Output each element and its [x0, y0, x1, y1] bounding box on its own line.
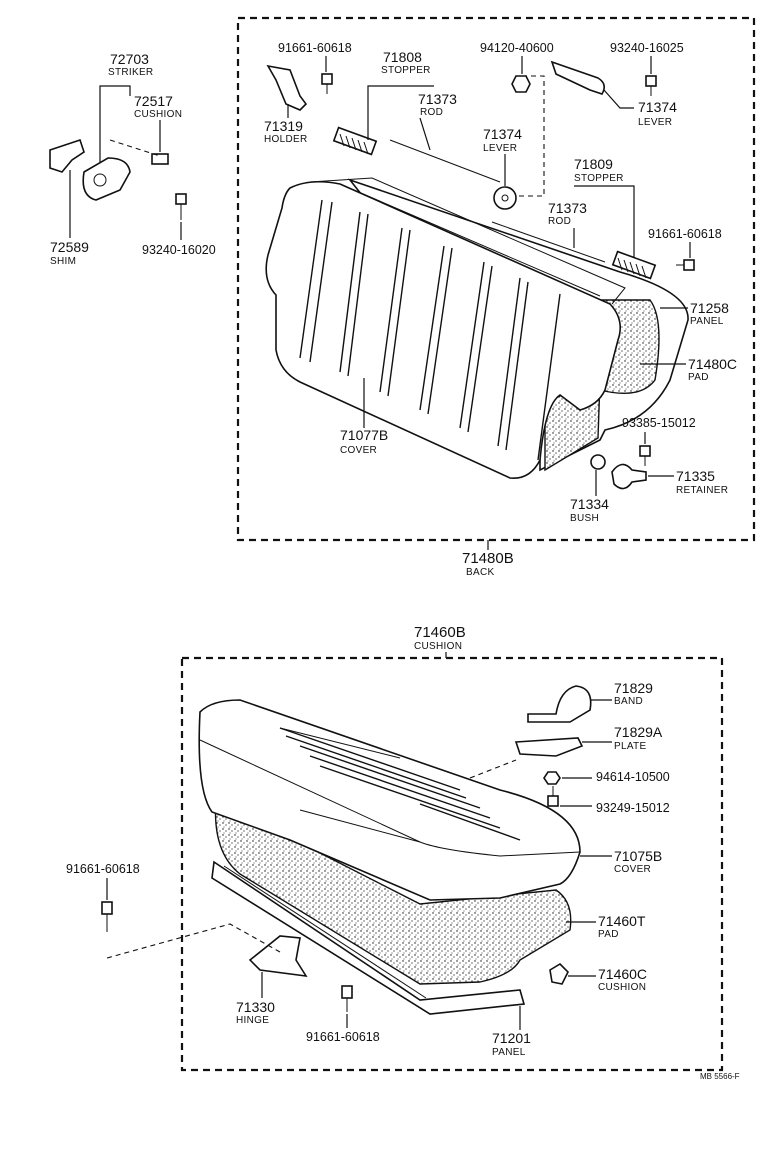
seat-cushion-illustration	[101, 685, 592, 1015]
name-71319: HOLDER	[264, 134, 307, 145]
striker-group: 72703 STRIKER 72517 CUSHION 72589 SHIM 9…	[49, 51, 216, 267]
label-91661-60618-c: 91661-60618	[66, 862, 140, 876]
bolt-93249	[547, 786, 559, 807]
retainer-71335	[611, 463, 647, 490]
shim-72589	[49, 138, 85, 173]
label-71334: 71334	[570, 496, 609, 512]
name-71335: RETAINER	[676, 485, 728, 496]
plate-71829A	[514, 737, 584, 757]
bolt-93385	[639, 445, 651, 466]
label-91661-60618-b: 91661-60618	[648, 227, 722, 241]
label-93240-16020: 93240-16020	[142, 243, 216, 257]
back-assembly-name: BACK	[466, 567, 494, 578]
striker-72703	[82, 157, 131, 201]
label-71077B: 71077B	[340, 427, 388, 443]
label-71201: 71201	[492, 1030, 531, 1046]
name-71374-b: LEVER	[483, 143, 517, 154]
name-71460C: CUSHION	[598, 982, 646, 993]
label-71374-a: 71374	[638, 99, 677, 115]
name-72517: CUSHION	[134, 109, 182, 120]
label-71075B: 71075B	[614, 848, 662, 864]
name-72703: STRIKER	[108, 67, 153, 78]
name-72589: SHIM	[50, 256, 76, 267]
cushion-assembly-part-no: 71460B	[414, 624, 466, 641]
name-71829A: PLATE	[614, 741, 646, 752]
back-part-labels: 91661-60618 71808 STOPPER 94120-40600 93…	[264, 41, 737, 524]
name-71077B: COVER	[340, 445, 377, 456]
bolt-91661-right	[676, 259, 695, 271]
drawing-code: MB 5566-F	[700, 1072, 740, 1081]
bolt-91661-top	[321, 73, 333, 94]
bush-71334	[590, 454, 606, 470]
label-71809: 71809	[574, 156, 613, 172]
name-71460T: PAD	[598, 929, 619, 940]
name-71334: BUSH	[570, 513, 599, 524]
name-71201: PANEL	[492, 1047, 526, 1058]
cushion-assembly-name: CUSHION	[414, 641, 462, 652]
label-71460C: 71460C	[598, 966, 647, 982]
clip-71460C	[549, 962, 569, 985]
label-93249-15012: 93249-15012	[596, 801, 670, 815]
label-94614-10500: 94614-10500	[596, 770, 670, 784]
name-71258: PANEL	[690, 316, 724, 327]
seat-back-illustration	[265, 60, 695, 490]
bolt-93240-16020	[175, 193, 187, 220]
label-93240-16025: 93240-16025	[610, 41, 684, 55]
name-71480C: PAD	[688, 372, 709, 383]
label-71829: 71829	[614, 680, 653, 696]
name-71075B: COVER	[614, 864, 651, 875]
label-71829A: 71829A	[614, 724, 663, 740]
label-91661-60618-d: 91661-60618	[306, 1030, 380, 1044]
label-71808: 71808	[383, 49, 422, 65]
back-assembly-part-no: 71480B	[462, 550, 514, 567]
bolt-91661-left	[101, 901, 113, 932]
label-72589: 72589	[50, 239, 89, 255]
label-71373-a: 71373	[418, 91, 457, 107]
name-71809: STOPPER	[574, 173, 624, 184]
label-94120-40600: 94120-40600	[480, 41, 554, 55]
label-71330: 71330	[236, 999, 275, 1015]
bolt-91661-bottom	[341, 985, 353, 1012]
label-71258: 71258	[690, 300, 729, 316]
cushion-assembly-group: 71460B CUSHION	[66, 624, 724, 1072]
label-71373-b: 71373	[548, 200, 587, 216]
label-71460T: 71460T	[598, 913, 646, 929]
band-71829	[527, 685, 592, 723]
label-91661-60618-a: 91661-60618	[278, 41, 352, 55]
back-assembly-boundary	[236, 16, 756, 542]
hinge-71330	[248, 935, 308, 978]
label-71480C: 71480C	[688, 356, 737, 372]
label-71374-b: 71374	[483, 126, 522, 142]
back-assembly-group: 71480B BACK	[236, 16, 756, 578]
label-72517: 72517	[134, 93, 173, 109]
cushion-assembly-boundary	[180, 656, 724, 1072]
name-71330: HINGE	[236, 1015, 269, 1026]
name-71373-b: ROD	[548, 216, 571, 227]
name-71829: BAND	[614, 696, 643, 707]
label-71319: 71319	[264, 118, 303, 134]
name-71373-a: ROD	[420, 107, 443, 118]
name-71808: STOPPER	[381, 65, 431, 76]
cushion-part-labels: 71829 BAND 71829A PLATE 94614-10500 9324…	[66, 680, 670, 1058]
label-93385-15012: 93385-15012	[622, 416, 696, 430]
cushion-72517	[151, 153, 169, 165]
nut-94614	[543, 771, 561, 785]
bolt-93240-16025	[645, 75, 657, 96]
nut-94120	[511, 75, 531, 93]
label-71335: 71335	[676, 468, 715, 484]
label-72703: 72703	[110, 51, 149, 67]
name-71374-a: LEVER	[638, 117, 672, 128]
